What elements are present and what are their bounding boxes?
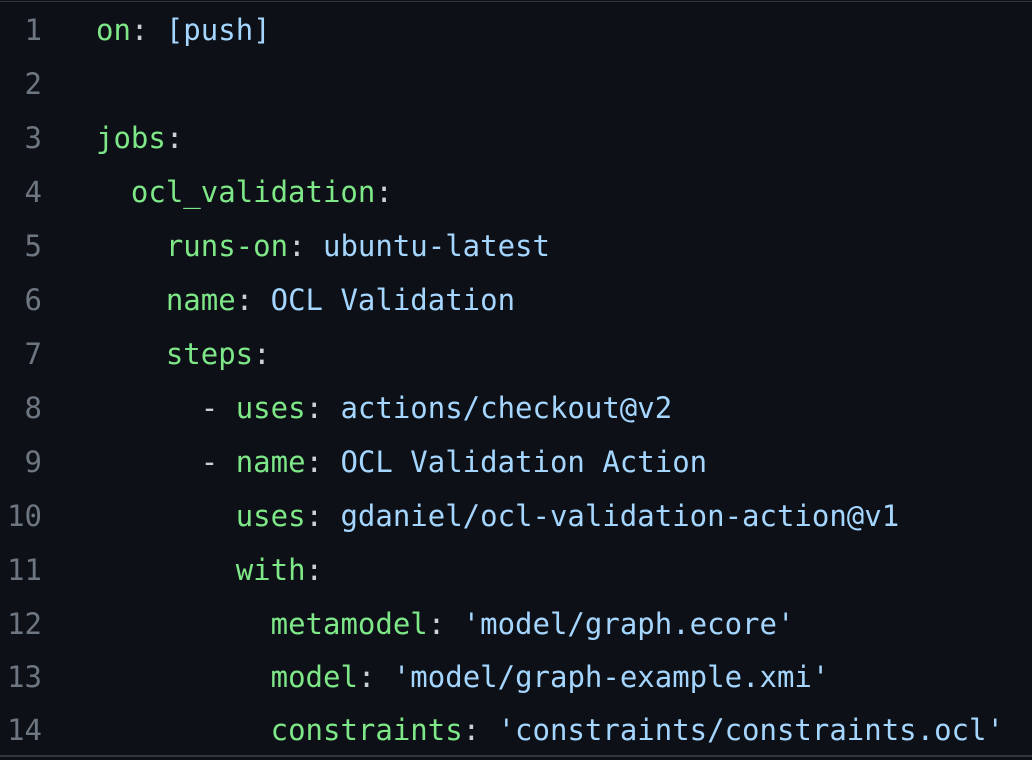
- yaml-key: name: [165, 283, 236, 317]
- yaml-value: 'model/graph.ecore': [445, 607, 795, 641]
- line-number: 8: [24, 391, 42, 425]
- line-number: 1: [24, 13, 42, 47]
- yaml-key: metamodel: [270, 607, 428, 641]
- line-number: 9: [24, 445, 42, 479]
- line-number: 3: [24, 121, 42, 155]
- yaml-value: 'model/graph-example.xmi': [375, 660, 830, 694]
- line-number: 6: [24, 283, 42, 317]
- line-number: 10: [7, 499, 42, 533]
- line-number: 13: [7, 660, 42, 694]
- yaml-key: on: [96, 13, 131, 47]
- yaml-value: [push]: [148, 13, 271, 47]
- line-number: 14: [7, 713, 42, 747]
- yaml-value: actions/checkout@v2: [323, 391, 673, 425]
- yaml-key: ocl_validation: [130, 175, 376, 209]
- yaml-key: name: [235, 445, 306, 479]
- line-number: 7: [24, 337, 42, 371]
- yaml-key: with: [235, 553, 306, 587]
- yaml-key: jobs: [96, 121, 166, 155]
- line-number: 12: [7, 607, 42, 641]
- yaml-value: 'constraints/constraints.ocl': [480, 713, 1004, 747]
- line-number: 4: [24, 175, 42, 209]
- yaml-key: runs-on: [165, 229, 289, 263]
- line-number: 2: [24, 67, 42, 101]
- yaml-key: steps: [165, 337, 254, 371]
- yaml-key: uses: [235, 391, 306, 425]
- yaml-value: ubuntu-latest: [305, 229, 550, 263]
- yaml-key: uses: [235, 499, 306, 533]
- yaml-key: model: [270, 660, 358, 694]
- yaml-value: gdaniel/ocl-validation-action@v1: [323, 499, 900, 533]
- yaml-value: OCL Validation: [253, 283, 516, 317]
- line-number: 11: [7, 553, 42, 587]
- line-number: 5: [24, 229, 42, 263]
- yaml-value: OCL Validation Action: [323, 445, 708, 479]
- yaml-key: constraints: [270, 713, 463, 747]
